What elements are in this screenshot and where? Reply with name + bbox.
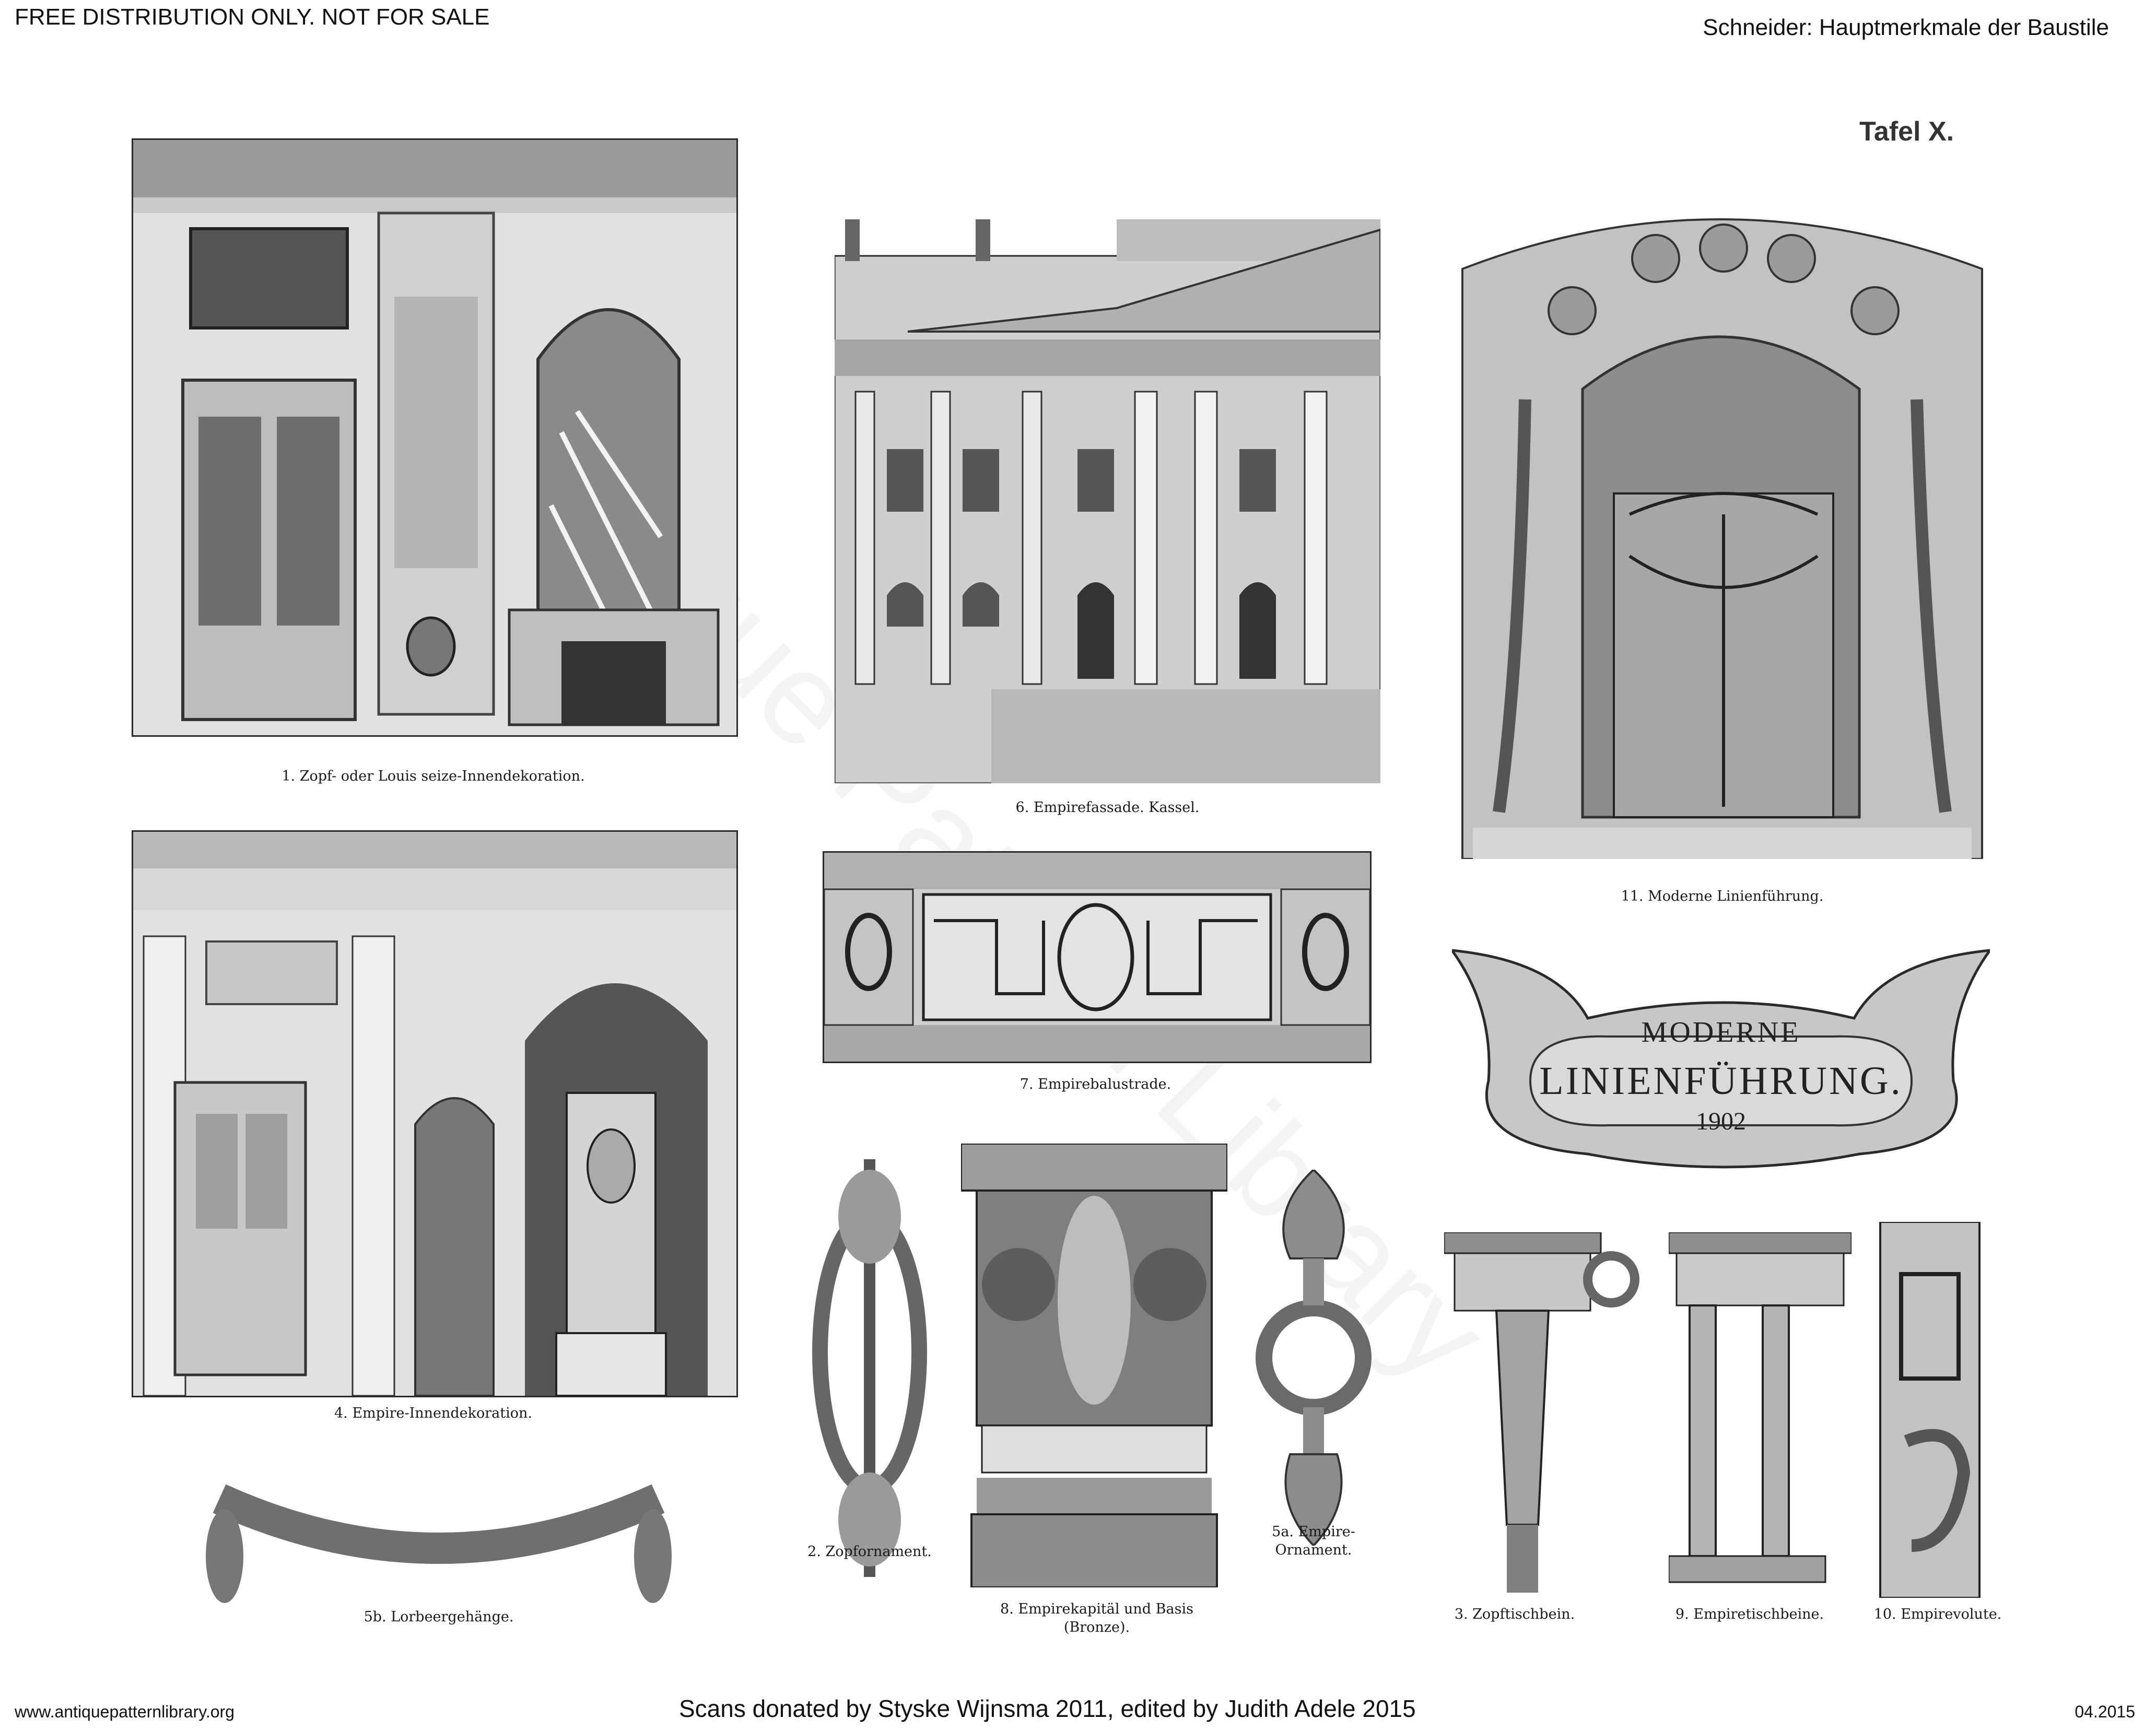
caption-fig2: 2. Zopfornament.: [807, 1544, 932, 1560]
caption-fig1: 1. Zopf- oder Louis seize-Innendekoratio…: [282, 768, 585, 784]
figure-empire-ornament: [1253, 1168, 1374, 1547]
figure-zopf-interior: [132, 138, 738, 737]
caption-fig8-line2: (Bronze).: [1063, 1619, 1130, 1635]
caption-fig3: 3. Zopftischbein.: [1454, 1606, 1575, 1622]
figure-art-nouveau-sign: [1449, 945, 1993, 1175]
caption-fig5a-line1: 5a. Empire-: [1272, 1524, 1355, 1540]
distribution-notice: FREE DISTRIBUTION ONLY. NOT FOR SALE: [15, 4, 490, 30]
caption-fig10: 10. Empirevolute.: [1873, 1606, 2002, 1622]
caption-fig11: 11. Moderne Linienführung.: [1621, 888, 1824, 904]
figure-laurel-swag: [198, 1478, 679, 1608]
caption-fig7: 7. Empirebalustrade.: [1020, 1076, 1171, 1092]
sign-year: 1902: [1696, 1108, 1746, 1135]
figure-empire-table-legs: [1668, 1231, 1853, 1593]
caption-fig8-line1: 8. Empirekapitäl und Basis: [1000, 1601, 1193, 1617]
caption-fig4: 4. Empire-Innendekoration.: [334, 1405, 532, 1421]
figure-empire-facade: [835, 219, 1380, 783]
caption-fig6: 6. Empirefassade. Kassel.: [1015, 799, 1200, 816]
figure-empire-interior: [132, 830, 738, 1397]
plate-title: Tafel X.: [1859, 116, 1954, 147]
figure-art-nouveau-door: [1457, 191, 1987, 859]
book-title: Schneider: Hauptmerkmale der Baustile: [1703, 15, 2109, 40]
figure-zopf-table-leg: [1443, 1231, 1643, 1593]
figure-empire-capital: [960, 1143, 1228, 1588]
caption-fig5b: 5b. Lorbeergehänge.: [364, 1609, 514, 1625]
caption-fig5a-line2: Ornament.: [1275, 1542, 1352, 1558]
caption-fig9: 9. Empiretischbeine.: [1675, 1606, 1824, 1622]
footer-website: www.antiquepatternlibrary.org: [15, 1702, 235, 1721]
figure-zopf-ornament: [799, 1154, 940, 1582]
footer-date: 04.2015: [2075, 1702, 2135, 1721]
sign-line2: LINIENFÜHRUNG.: [1539, 1059, 1903, 1103]
figure-empire-volute: [1875, 1221, 1985, 1599]
figure-empire-balustrade: [823, 851, 1372, 1063]
footer-credits: Scans donated by Styske Wijnsma 2011, ed…: [679, 1695, 1416, 1722]
sign-line1: MODERNE: [1641, 1016, 1801, 1049]
